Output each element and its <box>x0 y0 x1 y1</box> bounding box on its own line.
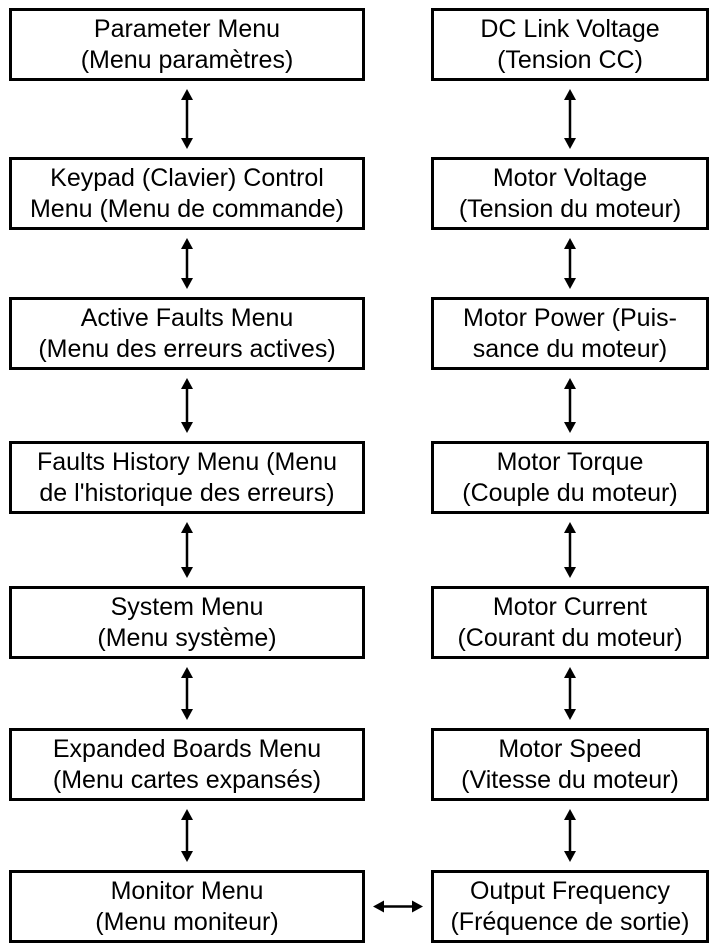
node-motor-current: Motor Current (Courant du moteur) <box>431 586 709 659</box>
node-output-frequency: Output Frequency (Fréquence de sortie) <box>431 870 709 943</box>
node-label-line2: (Courant du moteur) <box>457 623 683 652</box>
node-label-line2: (Couple du moteur) <box>462 478 678 507</box>
node-motor-voltage: Motor Voltage (Tension du moteur) <box>431 157 709 230</box>
arrow-motor-current-motor-torque <box>564 522 576 578</box>
node-label-line2: (Fréquence de sortie) <box>450 907 690 936</box>
node-active-faults-menu: Active Faults Menu (Menu des erreurs act… <box>9 297 365 370</box>
node-label-line1: Motor Voltage <box>492 163 648 192</box>
node-motor-torque: Motor Torque (Couple du moteur) <box>431 441 709 514</box>
node-parameter-menu: Parameter Menu (Menu paramètres) <box>9 8 365 81</box>
node-label-line2: Menu (Menu de commande) <box>29 194 345 223</box>
node-label-line2: (Menu paramètres) <box>80 45 294 74</box>
node-label-line1: Motor Current <box>492 592 648 621</box>
arrow-output-frequency-motor-speed <box>564 809 576 862</box>
arrow-active-faults-menu-faults-history-menu <box>181 378 193 433</box>
node-label-line1: Motor Torque <box>496 447 644 476</box>
node-label-line2: (Menu des erreurs actives) <box>38 334 336 363</box>
node-label-line1: Active Faults Menu <box>80 303 294 332</box>
node-label-line1: System Menu <box>110 592 264 621</box>
arrow-monitor-menu-output-frequency <box>373 900 423 913</box>
arrow-motor-voltage-dc-link-voltage <box>564 89 576 149</box>
node-faults-history-menu: Faults History Menu (Menu de l'historiqu… <box>9 441 365 514</box>
arrow-motor-power-motor-voltage <box>564 238 576 289</box>
node-label-line2: (Menu cartes expansés) <box>52 765 322 794</box>
arrow-system-menu-expanded-boards-menu <box>181 667 193 720</box>
node-keypad-control-menu: Keypad (Clavier) Control Menu (Menu de c… <box>9 157 365 230</box>
arrow-faults-history-menu-system-menu <box>181 522 193 578</box>
node-motor-power: Motor Power (Puis- sance du moteur) <box>431 297 709 370</box>
node-label-line1: Output Frequency <box>469 876 671 905</box>
node-label-line2: de l'historique des erreurs) <box>39 478 335 507</box>
arrow-motor-torque-motor-power <box>564 378 576 433</box>
node-label-line1: Motor Power (Puis- <box>463 303 677 332</box>
node-dc-link-voltage: DC Link Voltage (Tension CC) <box>431 8 709 81</box>
node-label-line2: sance du moteur) <box>472 334 668 363</box>
node-label-line1: Expanded Boards Menu <box>52 734 322 763</box>
arrow-keypad-control-menu-active-faults-menu <box>181 238 193 289</box>
node-label-line2: (Tension du moteur) <box>458 194 682 223</box>
node-motor-speed: Motor Speed (Vitesse du moteur) <box>431 728 709 801</box>
node-label-line2: (Menu moniteur) <box>95 907 279 936</box>
node-system-menu: System Menu (Menu système) <box>9 586 365 659</box>
node-expanded-boards-menu: Expanded Boards Menu (Menu cartes expans… <box>9 728 365 801</box>
node-label-line1: Parameter Menu <box>93 14 281 43</box>
node-label-line2: (Vitesse du moteur) <box>461 765 679 794</box>
node-label-line1: Monitor Menu <box>110 876 264 905</box>
node-label-line2: (Tension CC) <box>497 45 643 74</box>
node-label-line1: DC Link Voltage <box>480 14 660 43</box>
node-label-line1: Keypad (Clavier) Control <box>50 163 324 192</box>
node-label-line1: Faults History Menu (Menu <box>36 447 338 476</box>
arrow-parameter-menu-keypad-control-menu <box>181 89 193 149</box>
arrow-expanded-boards-menu-monitor-menu <box>181 809 193 862</box>
arrow-motor-speed-motor-current <box>564 667 576 720</box>
node-label-line2: (Menu système) <box>97 623 277 652</box>
node-monitor-menu: Monitor Menu (Menu moniteur) <box>9 870 365 943</box>
node-label-line1: Motor Speed <box>498 734 642 763</box>
